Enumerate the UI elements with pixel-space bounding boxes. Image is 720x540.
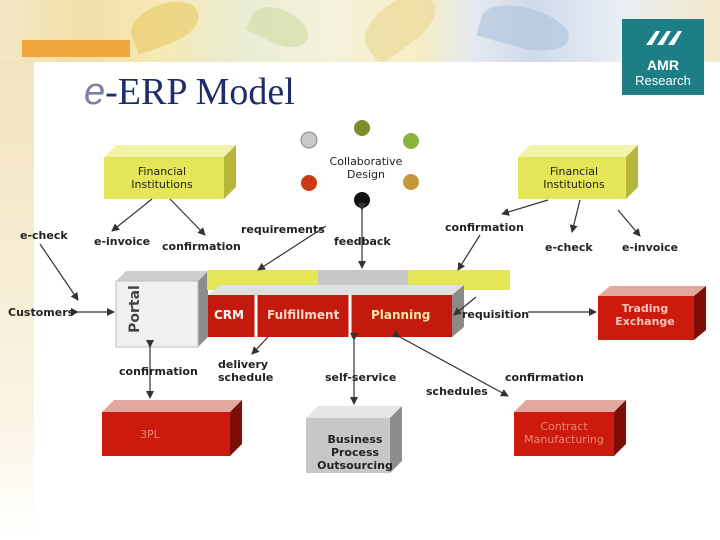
delivery-schedule-label: delivery schedule <box>218 358 274 384</box>
confirmation-bottom-left-label: confirmation <box>119 365 198 378</box>
title-prefix: e <box>84 71 106 113</box>
bpo-label: Business Process Outsourcing <box>317 433 393 472</box>
logo-line1: AMR <box>647 57 679 73</box>
requisition-label: requisition <box>462 308 530 321</box>
schedules-label: schedules <box>426 385 488 398</box>
logo-mark-icon <box>646 31 682 45</box>
third-party-logistics-box <box>102 400 242 456</box>
requirements-label: requirements <box>241 223 325 236</box>
financial-institutions-left-label: Financial Institutions <box>131 165 193 191</box>
e-check-right-label: e-check <box>545 241 593 254</box>
third-party-logistics-label: 3PL <box>140 428 160 441</box>
self-service-label: self-service <box>325 371 397 384</box>
fulfillment-label: Fulfillment <box>267 308 340 322</box>
financial-institutions-right-box <box>518 145 638 199</box>
customers-label: Customers <box>8 306 75 319</box>
crm-label: CRM <box>214 308 244 322</box>
e-invoice-right-label: e-invoice <box>622 241 679 254</box>
collaborative-design-label: Collaborative Design <box>329 155 403 181</box>
financial-institutions-right-label: Financial Institutions <box>543 165 605 191</box>
amr-research-logo: AMR Research <box>622 19 704 95</box>
portal-label: Portal <box>126 285 143 333</box>
portal-box <box>115 271 208 348</box>
contract-manufacturing-label: Contract Manufacturing <box>524 420 604 446</box>
orange-accent-bar <box>22 40 130 57</box>
confirmation-top-right-label: confirmation <box>445 221 524 234</box>
bpo-box <box>306 406 402 473</box>
confirmation-top-label: confirmation <box>162 240 241 253</box>
financial-institutions-left-box <box>104 145 236 199</box>
flow-arrows <box>39 198 641 405</box>
confirmation-bottom-right-label: confirmation <box>505 371 584 384</box>
logo-line2: Research <box>635 73 691 88</box>
feedback-label: feedback <box>334 235 391 248</box>
e-check-left-label: e-check <box>20 229 68 242</box>
left-decoration <box>0 62 34 540</box>
contract-manufacturing-box <box>514 400 626 456</box>
planning-label: Planning <box>371 308 431 322</box>
trading-exchange-label: Trading Exchange <box>615 302 675 328</box>
e-invoice-left-label: e-invoice <box>94 235 151 248</box>
page-title: e-ERP Model <box>84 70 295 114</box>
title-rest: -ERP Model <box>105 71 295 113</box>
trading-exchange-box <box>598 286 706 340</box>
